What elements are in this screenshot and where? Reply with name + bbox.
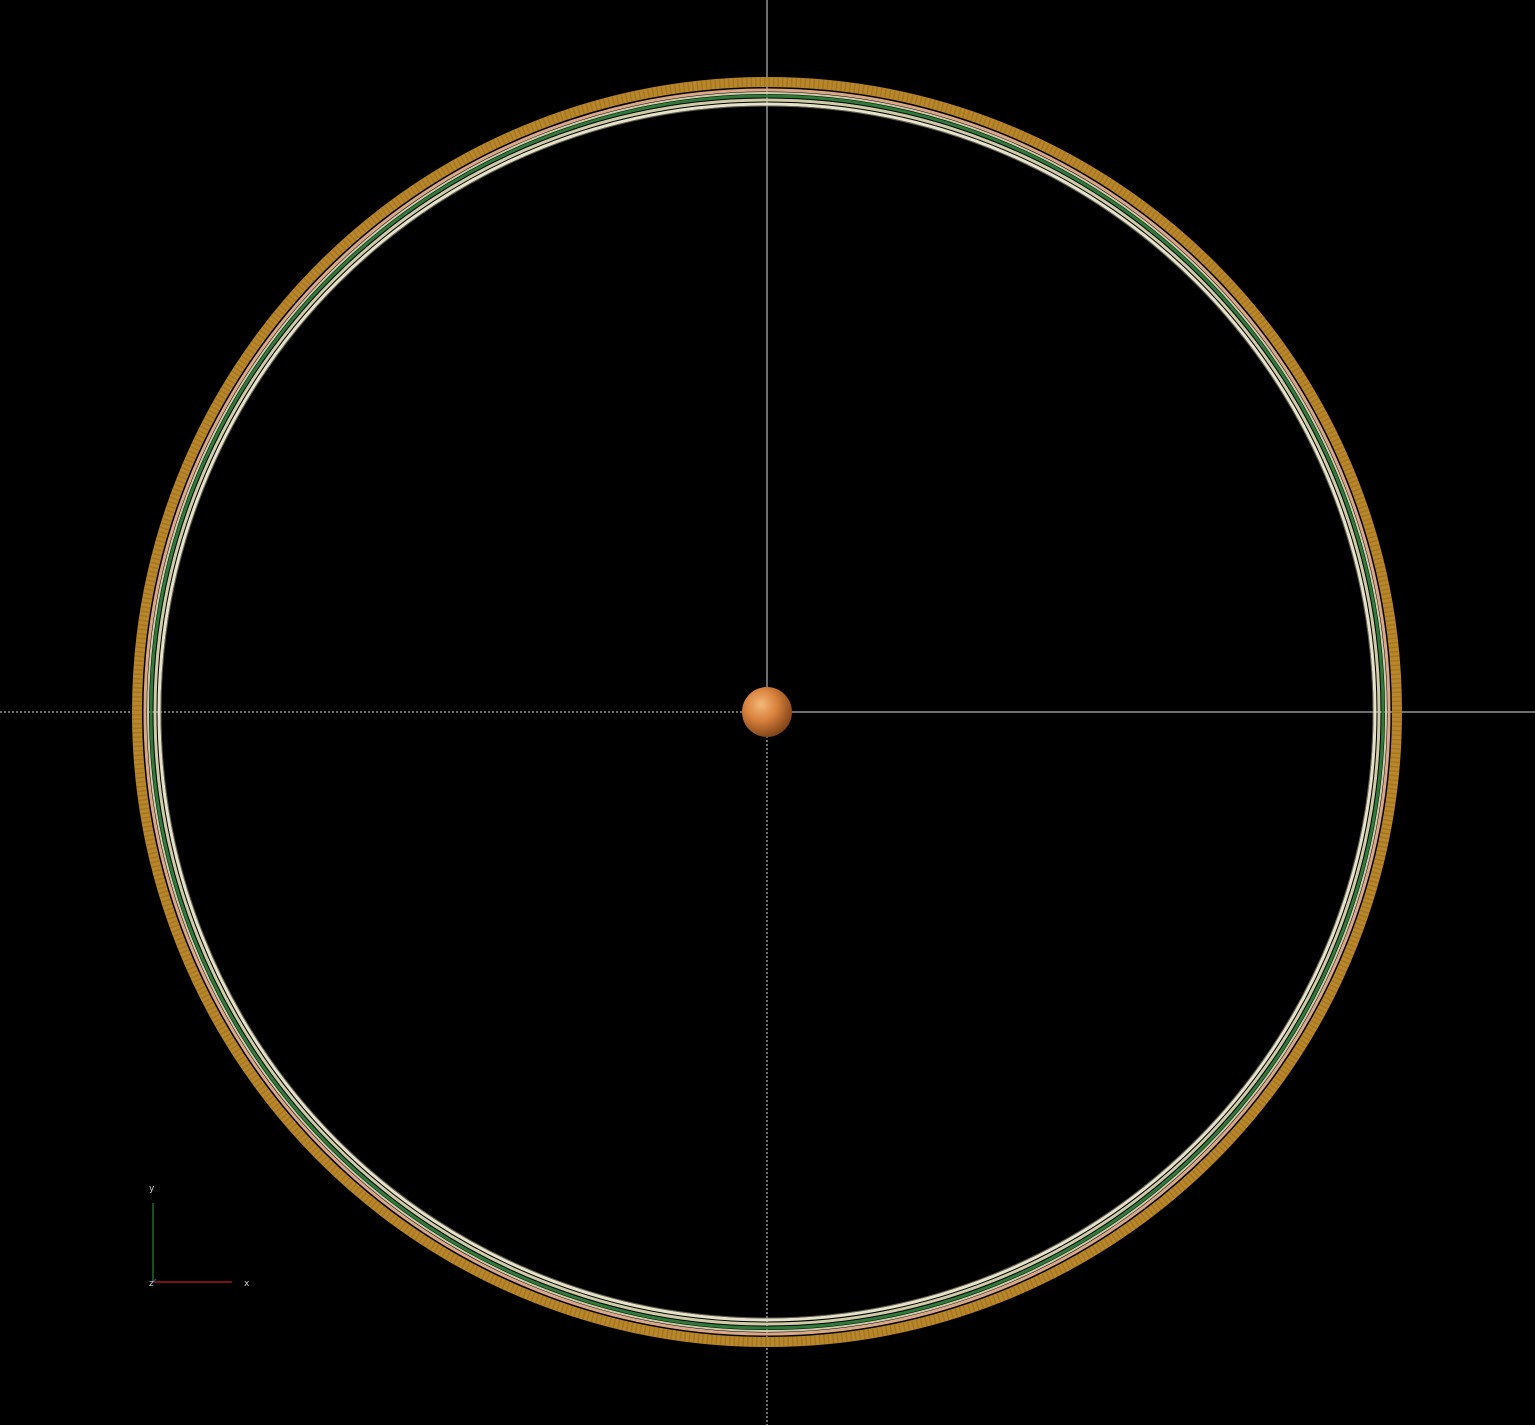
center-sphere[interactable]	[742, 687, 792, 737]
gizmo-z-label: z	[149, 1279, 154, 1289]
axes-gizmo: x y z	[149, 1184, 250, 1289]
ring-outer-band-texture	[132, 77, 1402, 1347]
ring-inner-light-band	[157, 102, 1377, 1322]
ring-pink-band	[143, 88, 1391, 1336]
ring-green-band	[149, 94, 1385, 1330]
ring-inner-edge	[160, 105, 1374, 1319]
gizmo-x-label: x	[244, 1279, 250, 1289]
gizmo-z-axis	[152, 1278, 157, 1283]
ring-object[interactable]	[132, 77, 1402, 1347]
gizmo-y-label: y	[149, 1184, 155, 1194]
ring-cream-band-outer	[147, 92, 1387, 1332]
ring-cream-band-inner	[153, 98, 1381, 1326]
